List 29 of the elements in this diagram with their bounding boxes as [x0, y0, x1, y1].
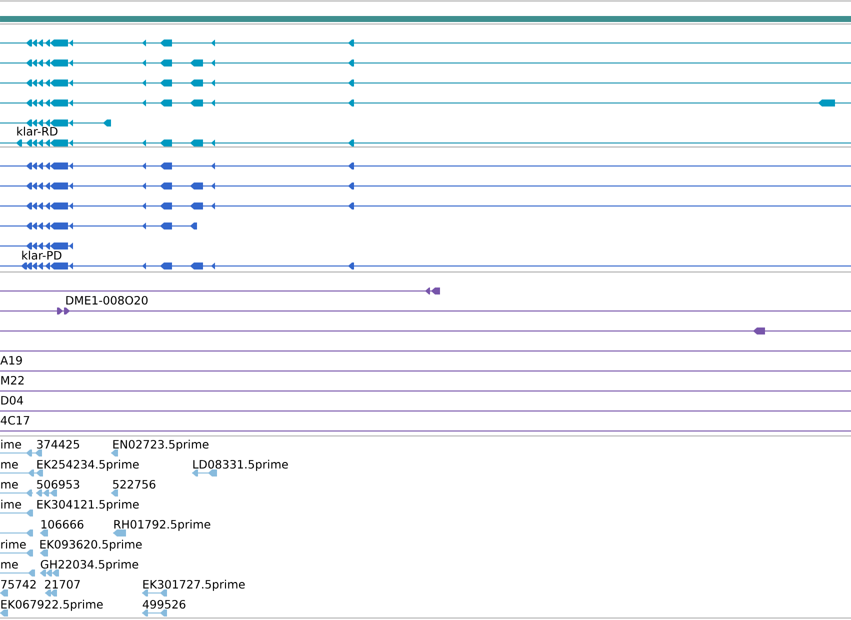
feature-label: 4C17: [0, 416, 30, 425]
feature-label: DME1-008O20: [66, 296, 148, 305]
feature-label: EN02723.5prime: [113, 440, 208, 451]
feature-label: D04: [1, 396, 24, 405]
feature-label: EK304121.5prime: [37, 500, 139, 511]
feature-label: 522756: [113, 480, 156, 489]
feature-label: A19: [0, 356, 22, 365]
feature-label: EK093620.5prime: [40, 540, 142, 551]
feature-label: ime: [1, 500, 22, 509]
feature-label: LD08331.5prime: [193, 460, 288, 471]
feature-label: EK067922.5prime: [1, 600, 103, 611]
feature-label: klar-RD: [17, 126, 58, 136]
feature-label: GH22034.5prime: [40, 560, 138, 571]
feature-label: 106666: [41, 520, 84, 529]
feature-label: me: [1, 482, 18, 489]
feature-label: ime: [1, 440, 22, 449]
feature-label: 499526: [142, 600, 186, 609]
feature-label: rime: [1, 540, 26, 549]
feature-label: 374425: [37, 440, 80, 449]
feature-label: EK301727.5prime: [143, 580, 245, 591]
feature-label: 75742: [1, 580, 36, 589]
feature-label: me: [1, 462, 18, 469]
feature-label: me: [1, 562, 18, 569]
feature-label: 506953: [37, 480, 80, 489]
feature-label: klar-PD: [22, 250, 62, 260]
feature-label: EK254234.5prime: [37, 460, 139, 471]
feature-label: 21707: [45, 580, 80, 589]
feature-label: M22: [1, 376, 24, 384]
feature-label: RH01792.5prime: [114, 520, 210, 531]
